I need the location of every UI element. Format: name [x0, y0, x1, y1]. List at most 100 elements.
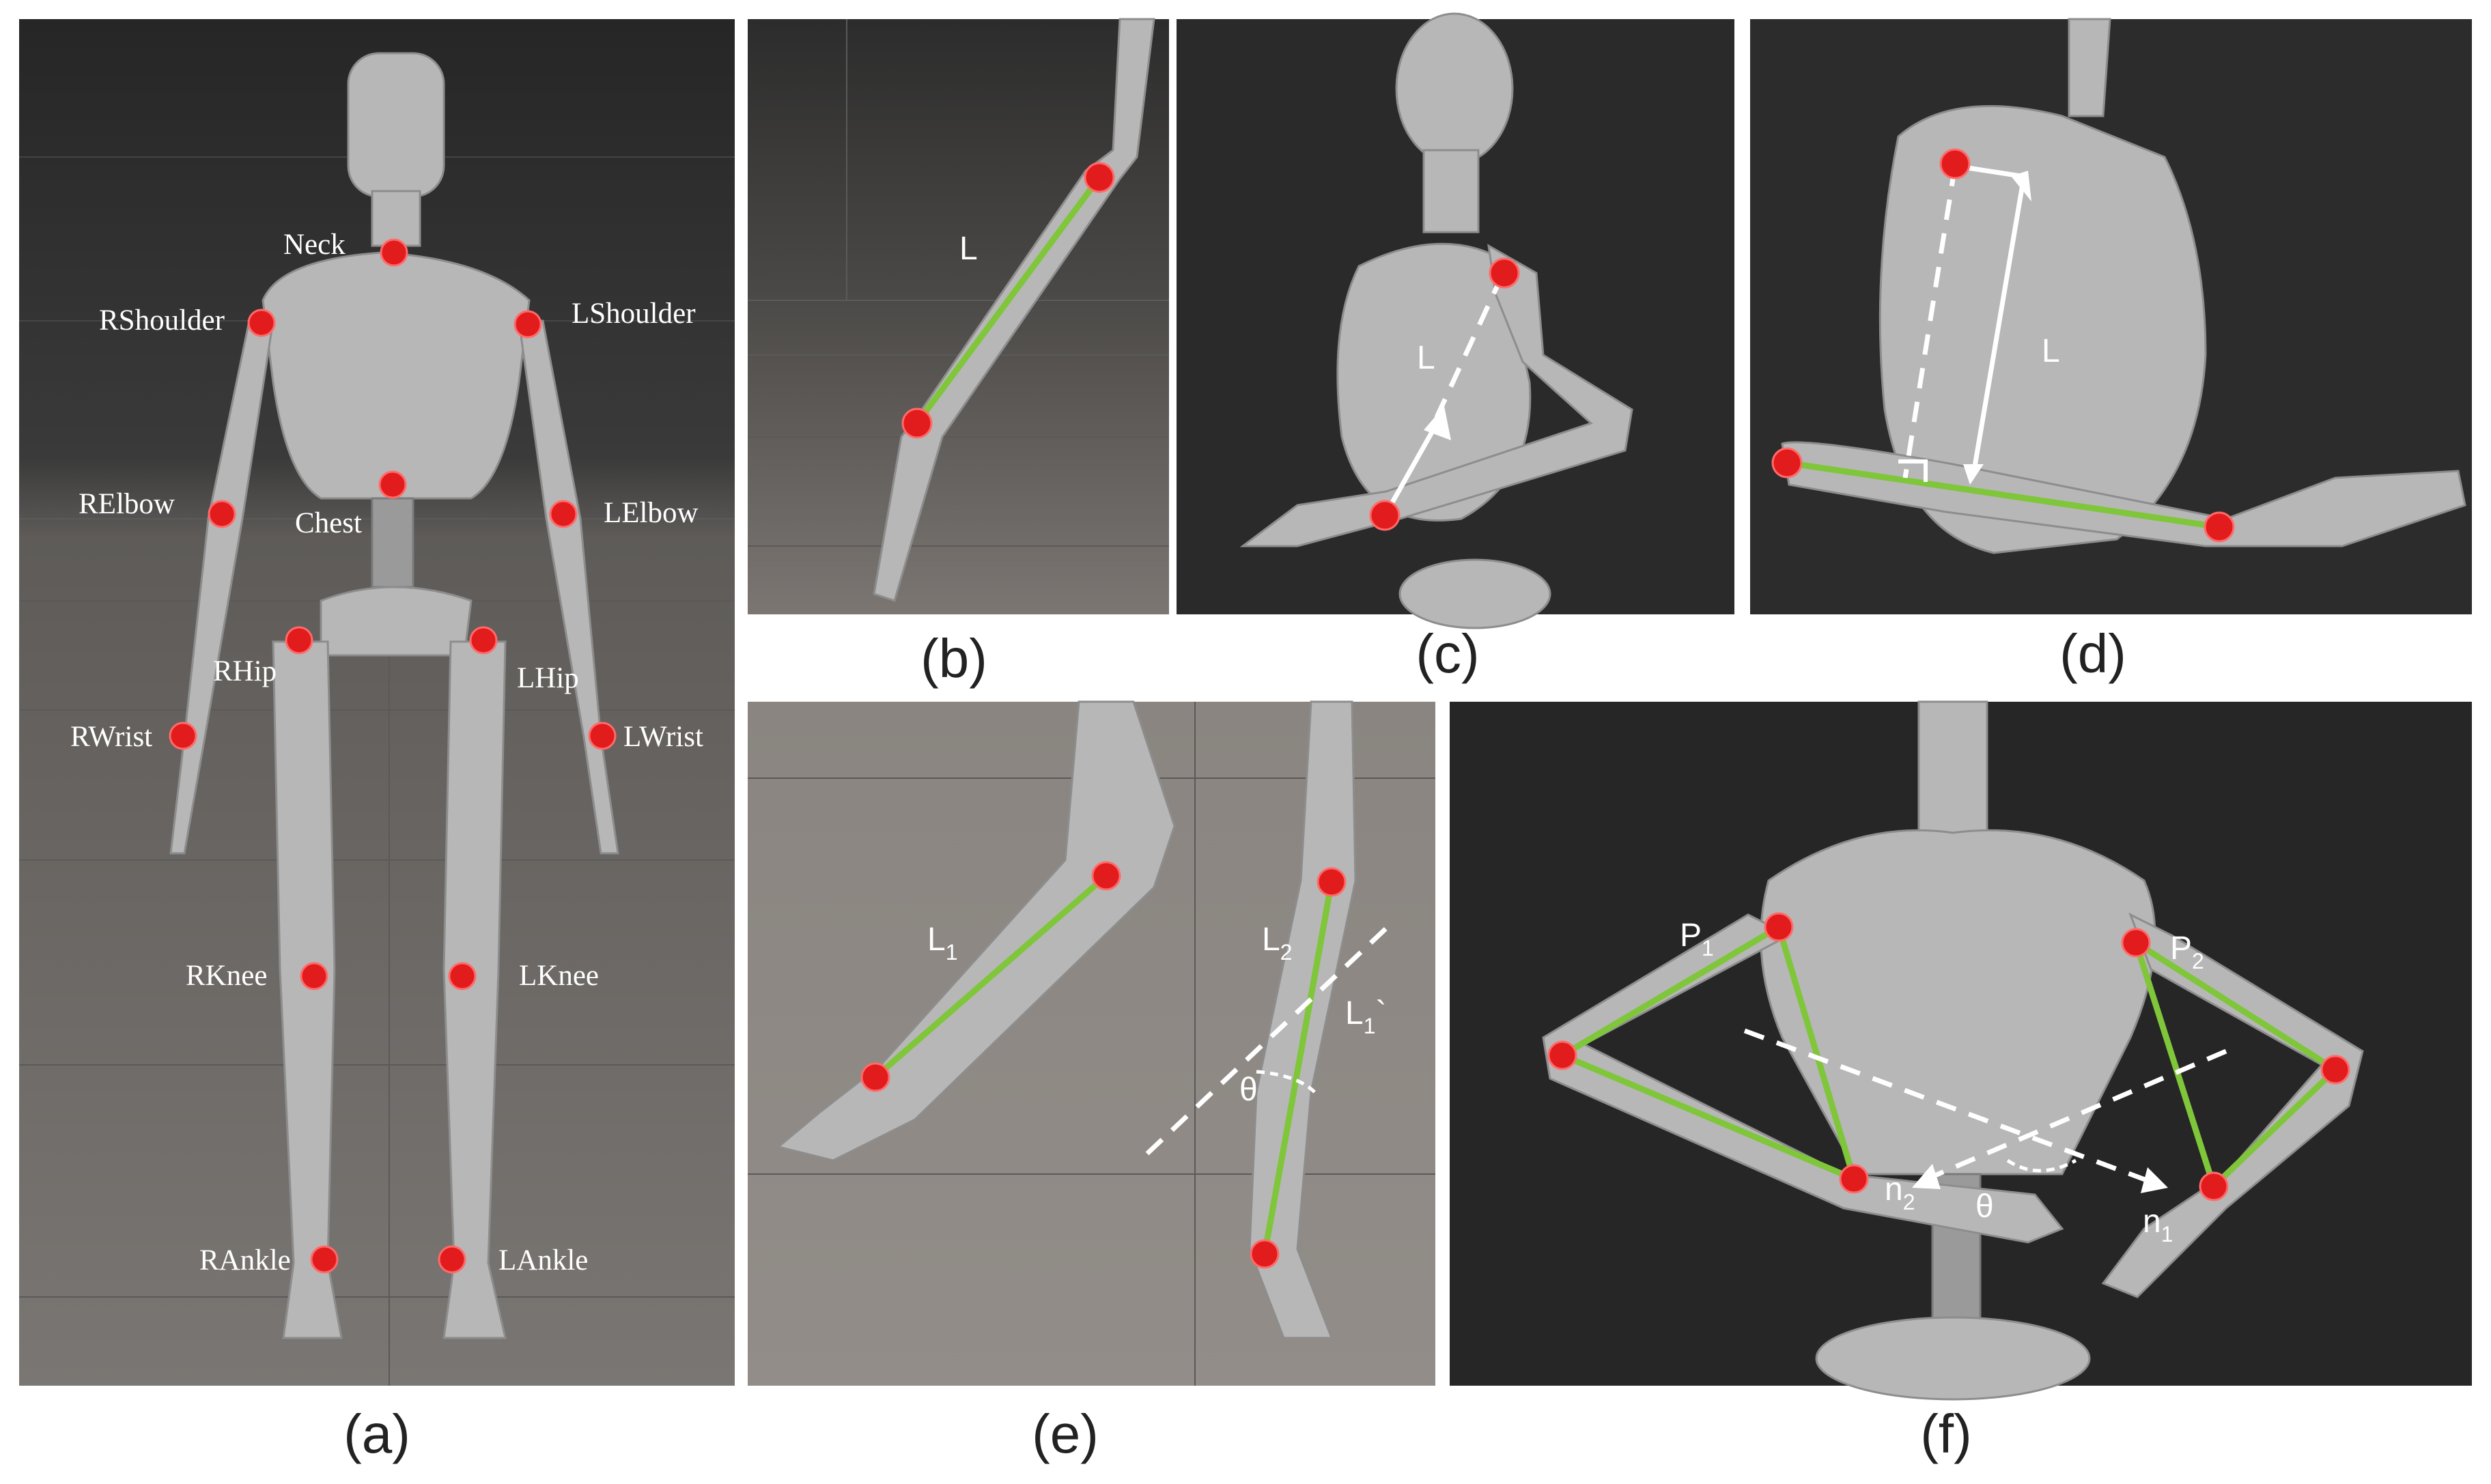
joint-lankle	[438, 1245, 466, 1274]
angle-arc-e	[1256, 1070, 1319, 1097]
joint-knee-e2	[1317, 867, 1347, 897]
caption-a: (a)	[343, 1403, 410, 1464]
label-rhip: RHip	[213, 655, 277, 687]
panel-b-background	[748, 19, 1169, 614]
panel-c: L	[1177, 12, 1734, 629]
caption-d: (d)	[2059, 623, 2126, 684]
arrow-head-c	[1424, 406, 1451, 440]
triangle-p1	[1559, 924, 1857, 1182]
segment-forearm-b	[914, 174, 1103, 427]
joint-rhip	[285, 626, 313, 655]
right-arm-f	[1542, 913, 2064, 1244]
joint-elbow-b	[1084, 162, 1115, 193]
label-l2-e: L2	[1262, 922, 1293, 965]
joint-shoulder-f-right	[1764, 912, 1794, 942]
label-rankle: RAnkle	[199, 1244, 291, 1276]
joint-lwrist	[588, 722, 617, 750]
joint-wrist-c	[1369, 500, 1401, 531]
joint-lhip	[469, 626, 498, 655]
label-n2-f: n2	[1885, 1171, 1915, 1214]
joint-rankle	[310, 1245, 339, 1274]
panel-a-labels: Neck RShoulder LShoulder RElbow LElbow C…	[70, 229, 703, 1276]
label-chest: Chest	[295, 507, 362, 539]
joint-wrist-f-left	[2199, 1171, 2229, 1201]
segment-p2-upper	[2133, 939, 2339, 1073]
head	[347, 52, 445, 198]
label-length-b: L	[959, 231, 978, 267]
label-lknee: LKnee	[519, 960, 599, 992]
spine	[371, 497, 414, 588]
panel-captions: (a) (b) (c) (d) (e) (f)	[343, 623, 2126, 1464]
panel-b-grid	[748, 19, 1169, 547]
joint-chest	[378, 470, 407, 499]
label-theta-e: θ	[1239, 1072, 1258, 1108]
segment-p2-diag	[2133, 939, 2217, 1190]
joint-elbow-f-right	[1547, 1040, 1577, 1070]
pelvis-c	[1398, 558, 1551, 629]
pelvis	[320, 586, 473, 657]
label-l1prime-e: L1`	[1345, 995, 1386, 1038]
joint-relbow	[208, 500, 236, 528]
label-lelbow: LElbow	[604, 497, 699, 529]
label-lhip: LHip	[517, 662, 579, 694]
joint-ankle-e2	[1250, 1239, 1280, 1269]
caption-c: (c)	[1416, 623, 1479, 684]
left-arm	[518, 319, 619, 855]
label-l1-e: L1	[927, 922, 958, 965]
panel-a-joints	[169, 238, 617, 1274]
pelvis-f	[1815, 1316, 2091, 1401]
angle-arc-f	[2006, 1158, 2077, 1173]
label-rknee: RKnee	[186, 960, 267, 992]
segment-l2-e	[1261, 879, 1335, 1257]
neck	[371, 190, 421, 247]
joint-lshoulder	[513, 310, 542, 339]
neck-c	[1422, 149, 1480, 233]
neck-f	[1917, 700, 1988, 834]
joint-knee-e1	[1091, 861, 1121, 891]
arrow-head-bottom-d	[1963, 464, 1984, 485]
dash-line-c	[1431, 274, 1505, 425]
arrow-head-n1-f	[2141, 1167, 2168, 1193]
segment-p1-diag	[1775, 924, 1857, 1182]
right-arm	[169, 319, 275, 855]
arm-d	[1781, 441, 2466, 547]
left-arm-f	[2101, 912, 2364, 1298]
joint-elbow-d	[1771, 447, 1803, 479]
caption-b: (b)	[920, 628, 987, 689]
panel-a-background	[19, 19, 735, 1386]
vector-n2-f	[1921, 1048, 2227, 1184]
joint-wrist-d	[2204, 511, 2235, 543]
panel-d: L	[1750, 18, 2472, 614]
joint-rshoulder	[247, 309, 276, 337]
label-rwrist: RWrist	[70, 721, 152, 753]
label-lankle: LAnkle	[498, 1244, 588, 1276]
arrow-head-top-d	[2011, 171, 2031, 201]
label-length-d: L	[2042, 333, 2060, 369]
joint-elbow-f-left	[2320, 1055, 2350, 1085]
label-relbow: RElbow	[79, 488, 175, 520]
joint-shoulder-d	[1939, 148, 1971, 180]
joint-lknee	[448, 962, 477, 990]
caption-f: (f)	[1920, 1403, 1972, 1464]
joint-neck	[380, 238, 408, 267]
right-leg	[272, 640, 343, 1339]
label-n1-f: n1	[2143, 1203, 2173, 1246]
panel-b: L	[748, 18, 1169, 614]
left-leg	[442, 640, 507, 1339]
torso-c	[1336, 242, 1532, 522]
head-c	[1395, 12, 1514, 165]
joint-lelbow	[549, 500, 578, 528]
joint-rknee	[300, 962, 328, 990]
dash-line-l1prime-e	[1145, 926, 1388, 1156]
arm-c	[1239, 244, 1633, 547]
label-lshoulder: LShoulder	[572, 298, 696, 330]
joint-wrist-b	[901, 408, 933, 439]
arrow-head-n2-f	[1912, 1164, 1941, 1189]
label-length-c: L	[1417, 340, 1435, 376]
joint-wrist-f-right	[1839, 1164, 1869, 1194]
dash-line-d	[1902, 165, 1958, 479]
panel-e: L1 L2 L1` θ	[748, 700, 1435, 1386]
label-p2-f: P2	[2170, 930, 2204, 973]
